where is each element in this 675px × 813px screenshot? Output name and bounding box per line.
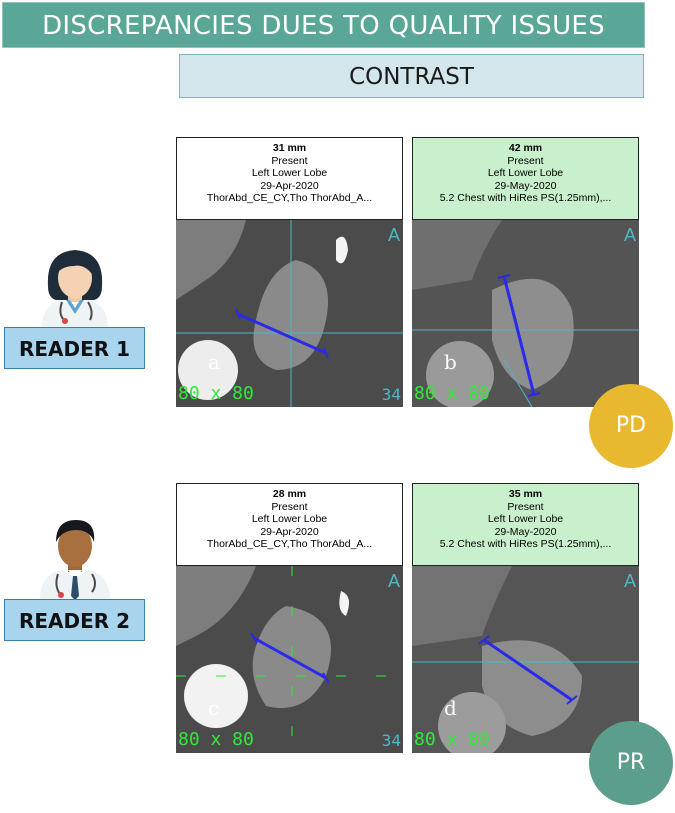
orientation-marker: A bbox=[623, 225, 636, 245]
slice-number: 34 bbox=[381, 385, 401, 404]
panel-letter: b bbox=[444, 350, 457, 374]
ct-image-d bbox=[412, 566, 639, 753]
reader-1-label: READER 1 bbox=[4, 327, 145, 369]
zoom-readout: 80 x 80 bbox=[414, 383, 490, 404]
orientation-marker: A bbox=[387, 571, 400, 591]
orientation-marker: A bbox=[623, 571, 636, 591]
scan-date: 29-May-2020 bbox=[494, 525, 557, 538]
lesion-location: Left Lower Lobe bbox=[251, 167, 328, 179]
panel-a-header: 31 mm Present Left Lower Lobe 29-Apr-202… bbox=[176, 137, 403, 220]
pd-badge: PD bbox=[589, 384, 673, 468]
lesion-location: Left Lower Lobe bbox=[487, 513, 564, 525]
panel-c-header: 28 mm Present Left Lower Lobe 29-Apr-202… bbox=[176, 483, 403, 566]
panel-letter: c bbox=[208, 696, 220, 720]
zoom-readout: 80 x 80 bbox=[414, 729, 490, 750]
scan-series: 5.2 Chest with HiRes PS(1.25mm),... bbox=[439, 192, 612, 204]
female-doctor-avatar-icon bbox=[42, 250, 108, 328]
panel-letter: a bbox=[208, 350, 220, 374]
lesion-status: Present bbox=[507, 500, 544, 513]
ct-image-a bbox=[176, 220, 403, 407]
lesion-size: 28 mm bbox=[272, 488, 307, 500]
panel-b-header: 42 mm Present Left Lower Lobe 29-May-202… bbox=[412, 137, 639, 220]
reader-2-label: READER 2 bbox=[4, 599, 145, 641]
pr-badge: PR bbox=[589, 721, 673, 805]
lesion-location: Left Lower Lobe bbox=[251, 513, 328, 525]
page-title: DISCREPANCIES DUES TO QUALITY ISSUES bbox=[2, 2, 645, 48]
scan-date: 29-May-2020 bbox=[494, 179, 557, 192]
ct-panel-a: 31 mm Present Left Lower Lobe 29-Apr-202… bbox=[176, 137, 403, 407]
section-subtitle: CONTRAST bbox=[179, 54, 644, 98]
lesion-size: 35 mm bbox=[508, 488, 543, 500]
panel-letter: d bbox=[444, 696, 457, 720]
lesion-size: 31 mm bbox=[272, 142, 307, 154]
scan-series: 5.2 Chest with HiRes PS(1.25mm),... bbox=[439, 538, 612, 550]
ct-panel-c: 28 mm Present Left Lower Lobe 29-Apr-202… bbox=[176, 483, 403, 753]
ct-image-c bbox=[176, 566, 403, 753]
lesion-status: Present bbox=[271, 500, 308, 513]
lesion-location: Left Lower Lobe bbox=[487, 167, 564, 179]
slice-number: 34 bbox=[381, 731, 401, 750]
ct-panel-b: 42 mm Present Left Lower Lobe 29-May-202… bbox=[412, 137, 639, 407]
scan-date: 29-Apr-2020 bbox=[260, 525, 319, 538]
scan-date: 29-Apr-2020 bbox=[260, 179, 319, 192]
male-doctor-avatar-icon bbox=[40, 520, 110, 600]
ct-image-b bbox=[412, 220, 639, 407]
zoom-readout: 80 x 80 bbox=[178, 729, 254, 750]
orientation-marker: A bbox=[387, 225, 400, 245]
lesion-status: Present bbox=[271, 154, 308, 167]
scan-series: ThorAbd_CE_CY,Tho ThorAbd_A... bbox=[206, 538, 373, 550]
zoom-readout: 80 x 80 bbox=[178, 383, 254, 404]
scan-series: ThorAbd_CE_CY,Tho ThorAbd_A... bbox=[206, 192, 373, 204]
panel-d-header: 35 mm Present Left Lower Lobe 29-May-202… bbox=[412, 483, 639, 566]
lesion-size: 42 mm bbox=[508, 142, 543, 154]
ct-panel-d: 35 mm Present Left Lower Lobe 29-May-202… bbox=[412, 483, 639, 753]
lesion-status: Present bbox=[507, 154, 544, 167]
